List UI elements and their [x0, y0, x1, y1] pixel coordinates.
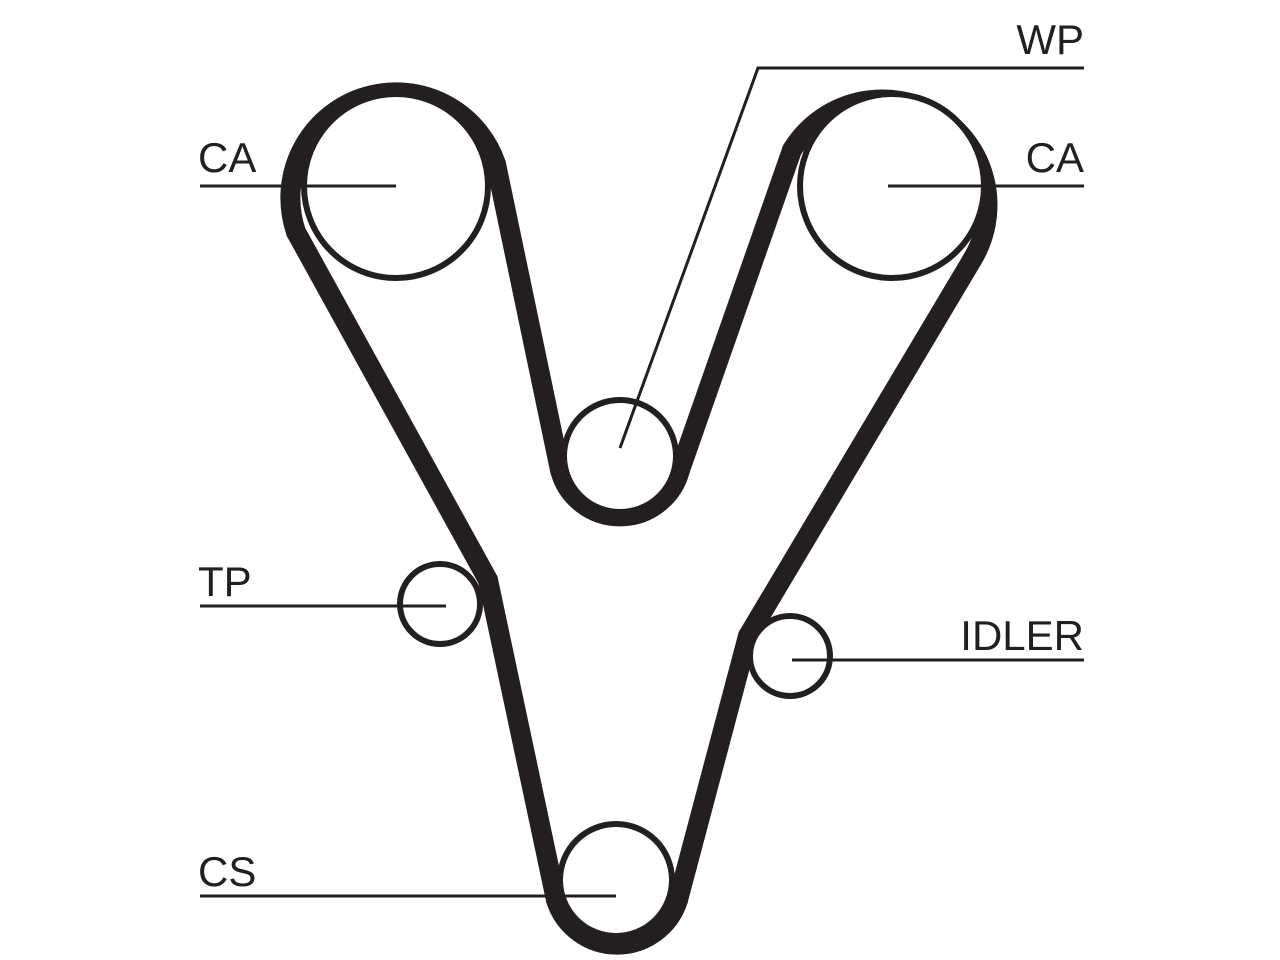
label-cam-right: CA [1026, 134, 1084, 181]
crankshaft-pulley [557, 821, 675, 939]
belt-cs-arc [546, 890, 688, 955]
label-crankshaft: CS [198, 848, 256, 895]
leader-water-pump [618, 66, 1084, 449]
belt-wp-arc [550, 460, 690, 527]
idler-pulley [747, 613, 833, 699]
label-tensioner: TP [198, 558, 252, 605]
label-idler: IDLER [960, 612, 1084, 659]
belt-segment-tp-to-cam [286, 222, 498, 590]
belt-segment-cam-to-wp [486, 154, 570, 480]
leader-lines [200, 66, 1084, 898]
water-pump-pulley [561, 397, 679, 515]
belt-segment-cam-to-idler [738, 250, 982, 646]
tensioner-pulley [397, 561, 483, 647]
belt-segment-cs-to-tp [478, 570, 566, 910]
belt-segment-wp-to-cam [670, 140, 802, 480]
label-water-pump: WP [1016, 16, 1084, 63]
belt-segment-idler-to-cs [668, 626, 758, 910]
label-cam-left: CA [198, 134, 256, 181]
